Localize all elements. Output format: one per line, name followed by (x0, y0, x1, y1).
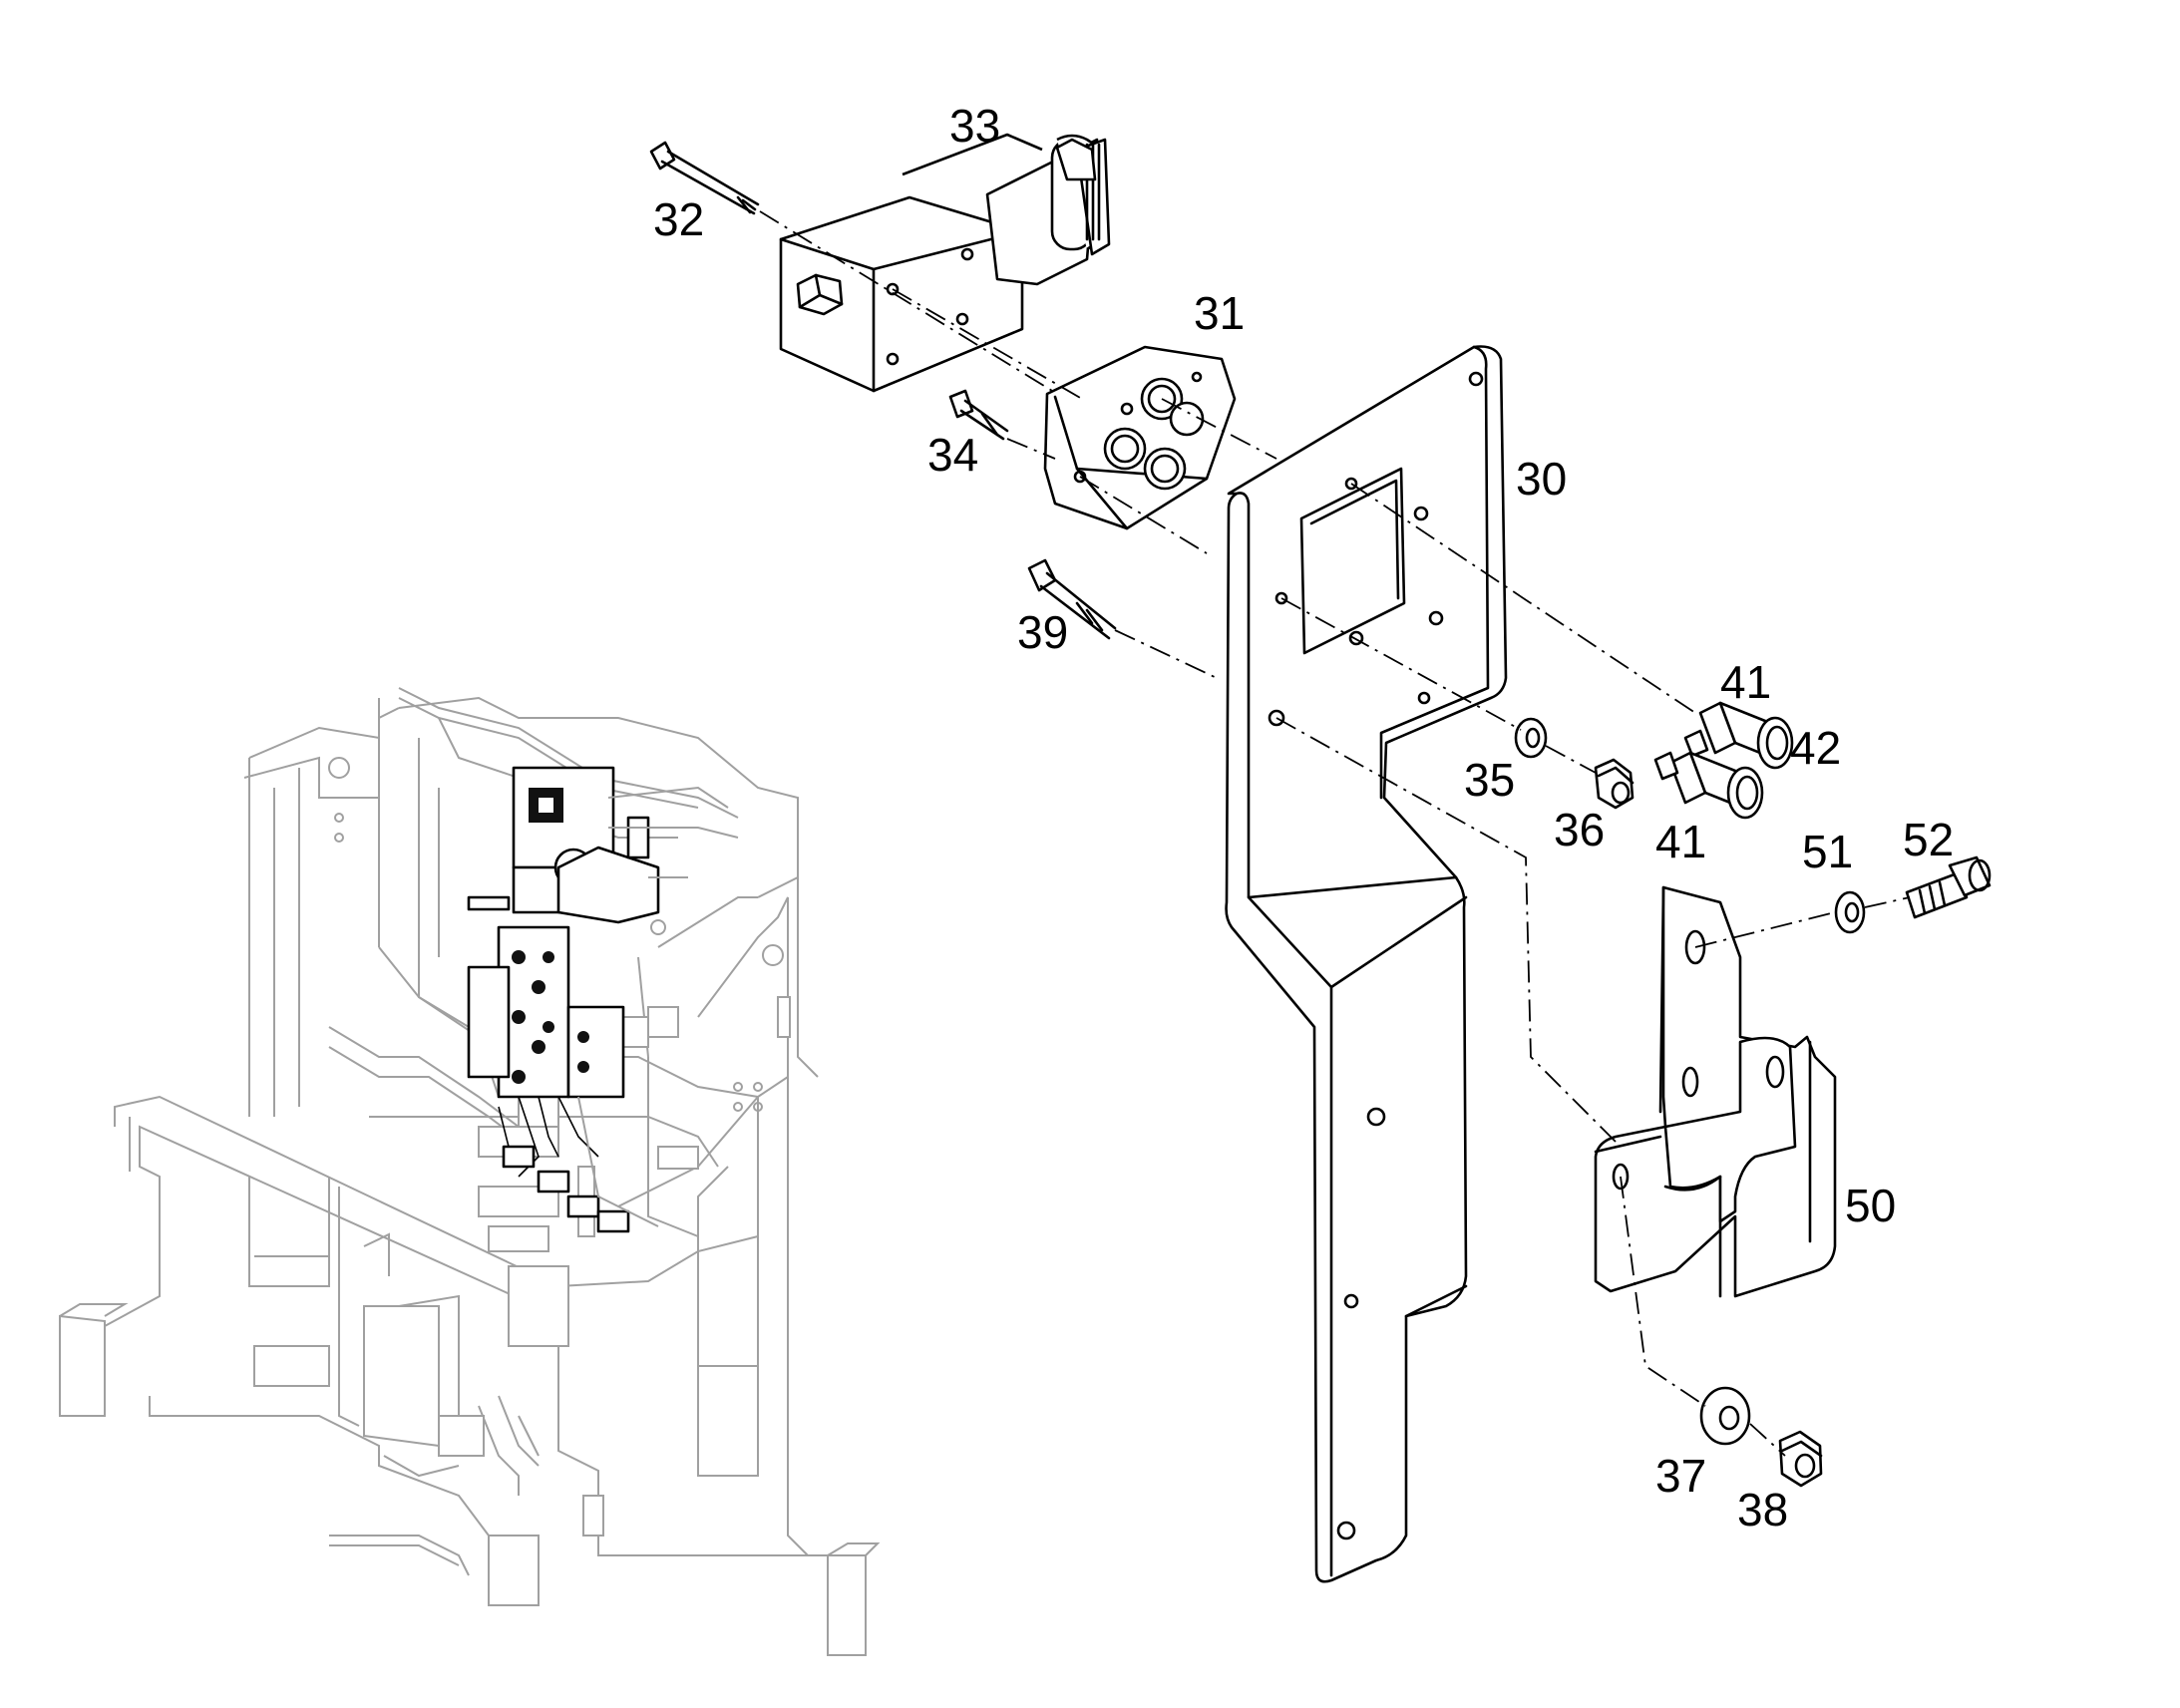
part-30-mounting-plate (1225, 345, 1508, 1583)
part-34-bolt (948, 389, 1009, 441)
machine-frame-context (59, 687, 881, 1656)
callout-35: 35 (1464, 754, 1515, 806)
part-37-washer (1699, 1386, 1751, 1446)
callout-42: 42 (1790, 722, 1841, 774)
part-39-bolt (1027, 558, 1117, 640)
part-41-42-fittings (1653, 701, 1794, 820)
callout-50: 50 (1845, 1180, 1896, 1231)
part-52-bolt (1905, 855, 1992, 919)
part-51-washer (1834, 890, 1866, 934)
part-36-nut (1594, 758, 1635, 810)
callout-51: 51 (1802, 826, 1853, 877)
installed-valve-assembly (467, 766, 739, 1233)
part-50-bracket (1594, 885, 1837, 1298)
callout-37: 37 (1655, 1450, 1706, 1502)
callout-30: 30 (1516, 453, 1567, 505)
part-33-solenoid-valve (779, 133, 1111, 393)
callout-36: 36 (1554, 804, 1605, 855)
callout-34: 34 (927, 429, 978, 481)
callout-labels: 33 32 31 34 30 39 41 42 35 36 41 51 52 5… (653, 100, 1954, 1536)
callout-33: 33 (949, 100, 1000, 152)
part-31-subplate (1043, 345, 1237, 530)
assembly-center-lines (759, 210, 1911, 1457)
callout-38: 38 (1737, 1484, 1788, 1536)
callout-41-upper: 41 (1720, 656, 1771, 708)
part-35-washer (1514, 717, 1548, 759)
callout-41-lower: 41 (1655, 816, 1706, 867)
callout-32: 32 (653, 193, 704, 245)
part-32-bolt (649, 141, 760, 215)
callout-31: 31 (1194, 287, 1245, 339)
part-38-nut (1778, 1430, 1823, 1488)
callout-52: 52 (1903, 814, 1954, 865)
callout-39: 39 (1017, 606, 1068, 658)
